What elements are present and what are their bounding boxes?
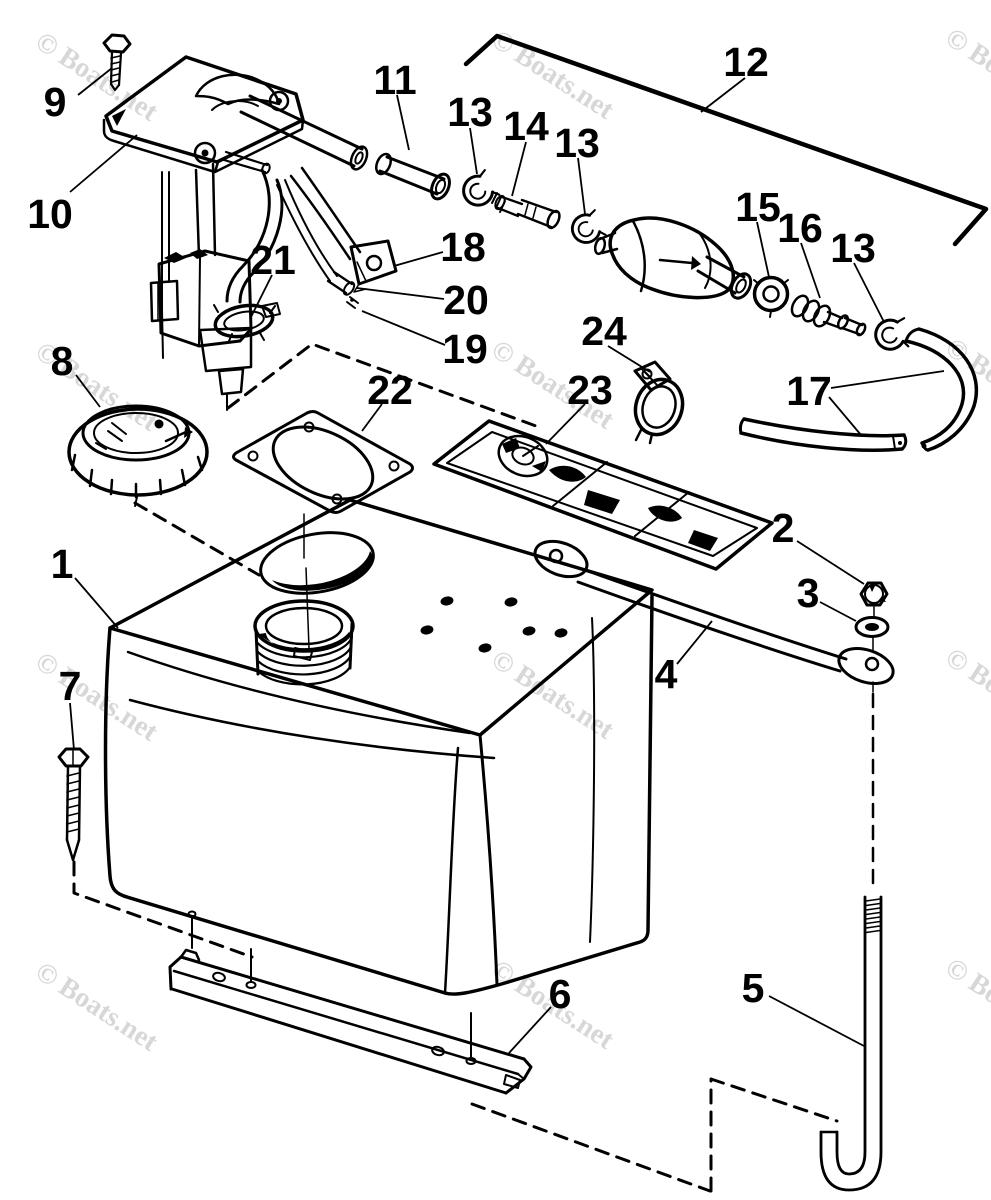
watermark-text: © Boats.net xyxy=(486,644,620,746)
leader-line xyxy=(830,370,945,389)
mounting-bolt-drawing xyxy=(57,747,90,862)
part-number-callout: 11 xyxy=(373,57,416,103)
leader-line xyxy=(853,262,885,323)
part-number-callout: 17 xyxy=(786,368,832,414)
part-number-callout: 16 xyxy=(777,205,823,251)
part-number-callout: 18 xyxy=(440,224,486,270)
part-number-callout: 10 xyxy=(27,191,73,237)
leader-line xyxy=(768,995,865,1047)
part-number-callout: 20 xyxy=(443,277,489,323)
pickup-bracket-assembly-drawing xyxy=(102,33,398,411)
part-number-callout: 24 xyxy=(581,308,627,354)
tank-vent-holes xyxy=(420,596,568,653)
part-number-callout: 8 xyxy=(51,338,74,384)
leader-line xyxy=(393,251,444,267)
leader-line xyxy=(356,287,445,300)
leader-line xyxy=(361,403,383,432)
hose-clamp-drawing xyxy=(633,360,685,445)
watermark-text: © Boats.net xyxy=(30,646,164,748)
leader-line xyxy=(77,67,113,96)
part-number-callout: 13 xyxy=(447,89,493,135)
watermark-text: © Boats.net xyxy=(30,956,164,1058)
part-number-callout: 5 xyxy=(742,965,765,1011)
leader-line xyxy=(676,620,713,665)
watermark-text: © Boats.net xyxy=(940,332,991,434)
primer-bulb-fuel-line-drawing xyxy=(374,152,979,452)
watermark-text: © Boats.net xyxy=(940,22,991,124)
part-number-callout: 1 xyxy=(51,541,74,587)
part-number-callout: 15 xyxy=(735,184,781,230)
retainer-clip-13-c xyxy=(871,312,915,354)
part-number-callout: 4 xyxy=(655,651,678,697)
part-number-callout: 13 xyxy=(554,120,600,166)
watermark-layer: © Boats.net © Boats.net © Boats.net © Boats… xyxy=(30,22,991,1058)
fuel-cap-drawing xyxy=(67,404,209,507)
nut-washer-drawing xyxy=(854,581,890,693)
part-number-callout: 19 xyxy=(442,326,488,372)
part-number-callout: 6 xyxy=(549,971,572,1017)
retainer-strap-drawing xyxy=(533,539,895,686)
leader-line xyxy=(607,345,651,373)
fuel-tank-drawing xyxy=(103,498,654,996)
retainer-clip-13-a xyxy=(458,166,503,210)
part-number-callout: 22 xyxy=(367,367,413,413)
fuel-line-assembly-bracket xyxy=(463,33,989,247)
leader-line xyxy=(756,221,770,278)
mounting-rail-drawing xyxy=(168,910,533,1095)
watermark-text: © Boats.net xyxy=(940,952,991,1054)
leader-line xyxy=(828,396,862,436)
leader-line xyxy=(69,134,138,193)
leader-line-layer xyxy=(69,67,945,1054)
part-number-callout: 23 xyxy=(567,367,613,413)
part-number-callout: 13 xyxy=(830,225,876,271)
leader-line xyxy=(511,141,527,197)
leader-line xyxy=(800,242,821,299)
tank-top-plate-drawing xyxy=(432,419,774,571)
part-number-callout: 21 xyxy=(250,237,296,283)
part-number-callout: 12 xyxy=(723,39,769,85)
leader-line xyxy=(250,274,273,318)
leader-line xyxy=(396,94,410,151)
assembly-dashed-lines xyxy=(72,342,875,1193)
watermark-text: © Boats.net xyxy=(940,642,991,744)
leader-line xyxy=(74,577,119,629)
leader-line xyxy=(75,374,101,408)
part-number-callout: 9 xyxy=(44,79,67,125)
part-number-callout: 2 xyxy=(772,505,795,551)
leader-line xyxy=(469,127,478,175)
leader-line xyxy=(577,157,586,215)
gasket-drawing xyxy=(232,410,414,514)
j-bolt-drawing xyxy=(819,895,883,1192)
leader-line xyxy=(545,403,586,445)
leader-line xyxy=(819,601,857,622)
part-number-callout: 3 xyxy=(797,570,820,616)
leader-line xyxy=(69,702,75,751)
part-number-callout: 7 xyxy=(59,663,82,709)
leader-line xyxy=(796,540,865,585)
part-number-callout: 14 xyxy=(503,103,549,149)
leader-line xyxy=(361,310,446,346)
leader-line xyxy=(700,77,746,113)
leader-line xyxy=(508,1006,552,1054)
